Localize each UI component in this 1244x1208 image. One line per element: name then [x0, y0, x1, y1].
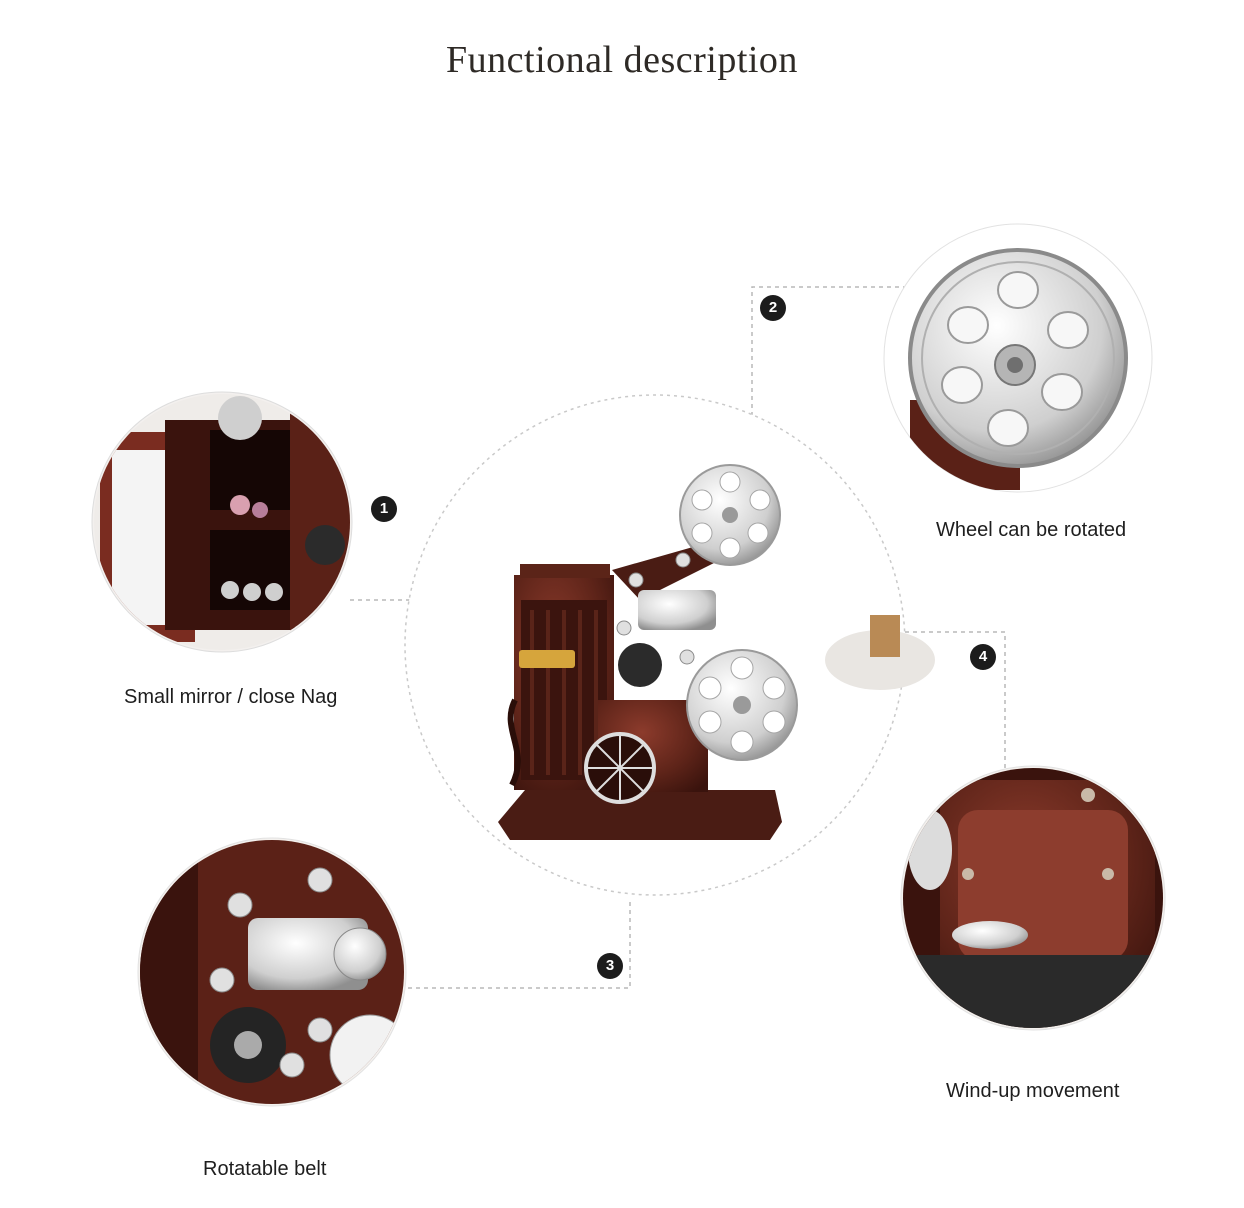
detail-circle-mirror [91, 391, 353, 653]
caption-mirror: Small mirror / close Nag [124, 686, 338, 708]
detail-circle-windup [900, 765, 1166, 1031]
connector-4 [905, 631, 1006, 775]
page-title: Functional description [446, 39, 798, 81]
connector-lines [350, 286, 1006, 989]
connector-3 [400, 900, 631, 989]
connector-2 [751, 286, 905, 432]
main-product-circle [404, 394, 935, 896]
lower-reel [686, 649, 798, 761]
callout-badge-1: 1 [371, 496, 397, 522]
callout-badge-2: 2 [760, 295, 786, 321]
caption-wheel: Wheel can be rotated [936, 519, 1127, 541]
callout-badge-4: 4 [970, 644, 996, 670]
caption-belt: Rotatable belt [203, 1158, 327, 1180]
detail-circle-belt [137, 837, 407, 1107]
caption-windup: Wind-up movement [946, 1080, 1120, 1102]
upper-reel [679, 464, 781, 566]
callout-badge-3: 3 [597, 953, 623, 979]
detail-circle-wheel [883, 223, 1153, 493]
